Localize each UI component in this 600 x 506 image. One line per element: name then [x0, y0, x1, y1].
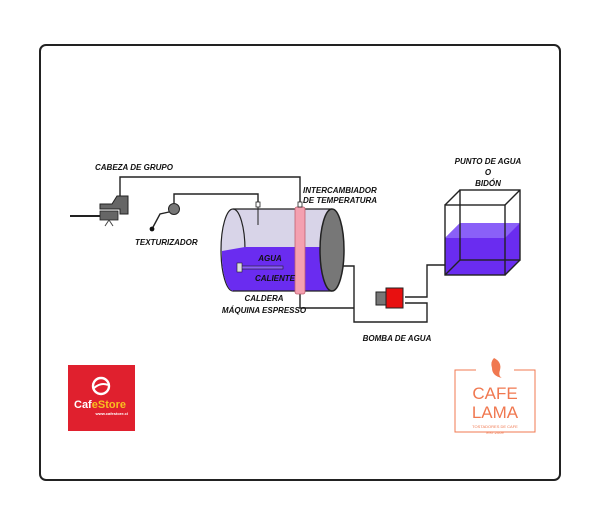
svg-text:CAFE: CAFE — [472, 384, 517, 403]
svg-text:CafeStore: CafeStore — [74, 399, 126, 411]
label-source-1: PUNTO DE AGUA — [455, 157, 522, 166]
svg-text:EST.2009: EST.2009 — [486, 430, 504, 435]
label-water-2: CALIENTE — [255, 274, 296, 283]
label-boiler-2: MÁQUINA ESPRESSO — [222, 306, 307, 315]
label-heat-exchanger-2: DE TEMPERATURA — [303, 196, 377, 205]
exchanger-return-pipe — [299, 293, 354, 309]
water-pump-icon — [375, 287, 404, 309]
heat-exchanger-icon — [294, 201, 306, 295]
group-head-icon — [99, 195, 129, 227]
label-steam-wand: TEXTURIZADOR — [135, 238, 198, 247]
cafestore-logo: CafeStore www.cafestore.cl — [68, 365, 135, 431]
steam-wand-pipe — [173, 193, 259, 205]
svg-text:LAMA: LAMA — [472, 403, 519, 422]
label-water-1: AGUA — [257, 254, 282, 263]
label-group-head: CABEZA DE GRUPO — [95, 163, 174, 172]
group-head-pipe — [119, 176, 301, 205]
svg-text:www.cafestore.cl: www.cafestore.cl — [94, 411, 128, 416]
water-tank-icon — [444, 189, 521, 276]
svg-text:TOSTADORES DE CAFE: TOSTADORES DE CAFE — [472, 424, 518, 429]
boiler-pump-pipe — [333, 265, 428, 323]
cafelama-logo: CAFE LAMA TOSTADORES DE CAFE EST.2009 — [454, 358, 536, 435]
pump-source-pipe — [405, 264, 446, 298]
label-source-3: BIDÓN — [475, 179, 501, 188]
label-boiler-1: CALDERA — [244, 294, 283, 303]
label-source-2: O — [485, 168, 492, 177]
steam-wand-icon — [149, 203, 180, 232]
label-pump: BOMBA DE AGUA — [363, 334, 432, 343]
label-heat-exchanger-1: INTERCAMBIADOR — [303, 186, 377, 195]
